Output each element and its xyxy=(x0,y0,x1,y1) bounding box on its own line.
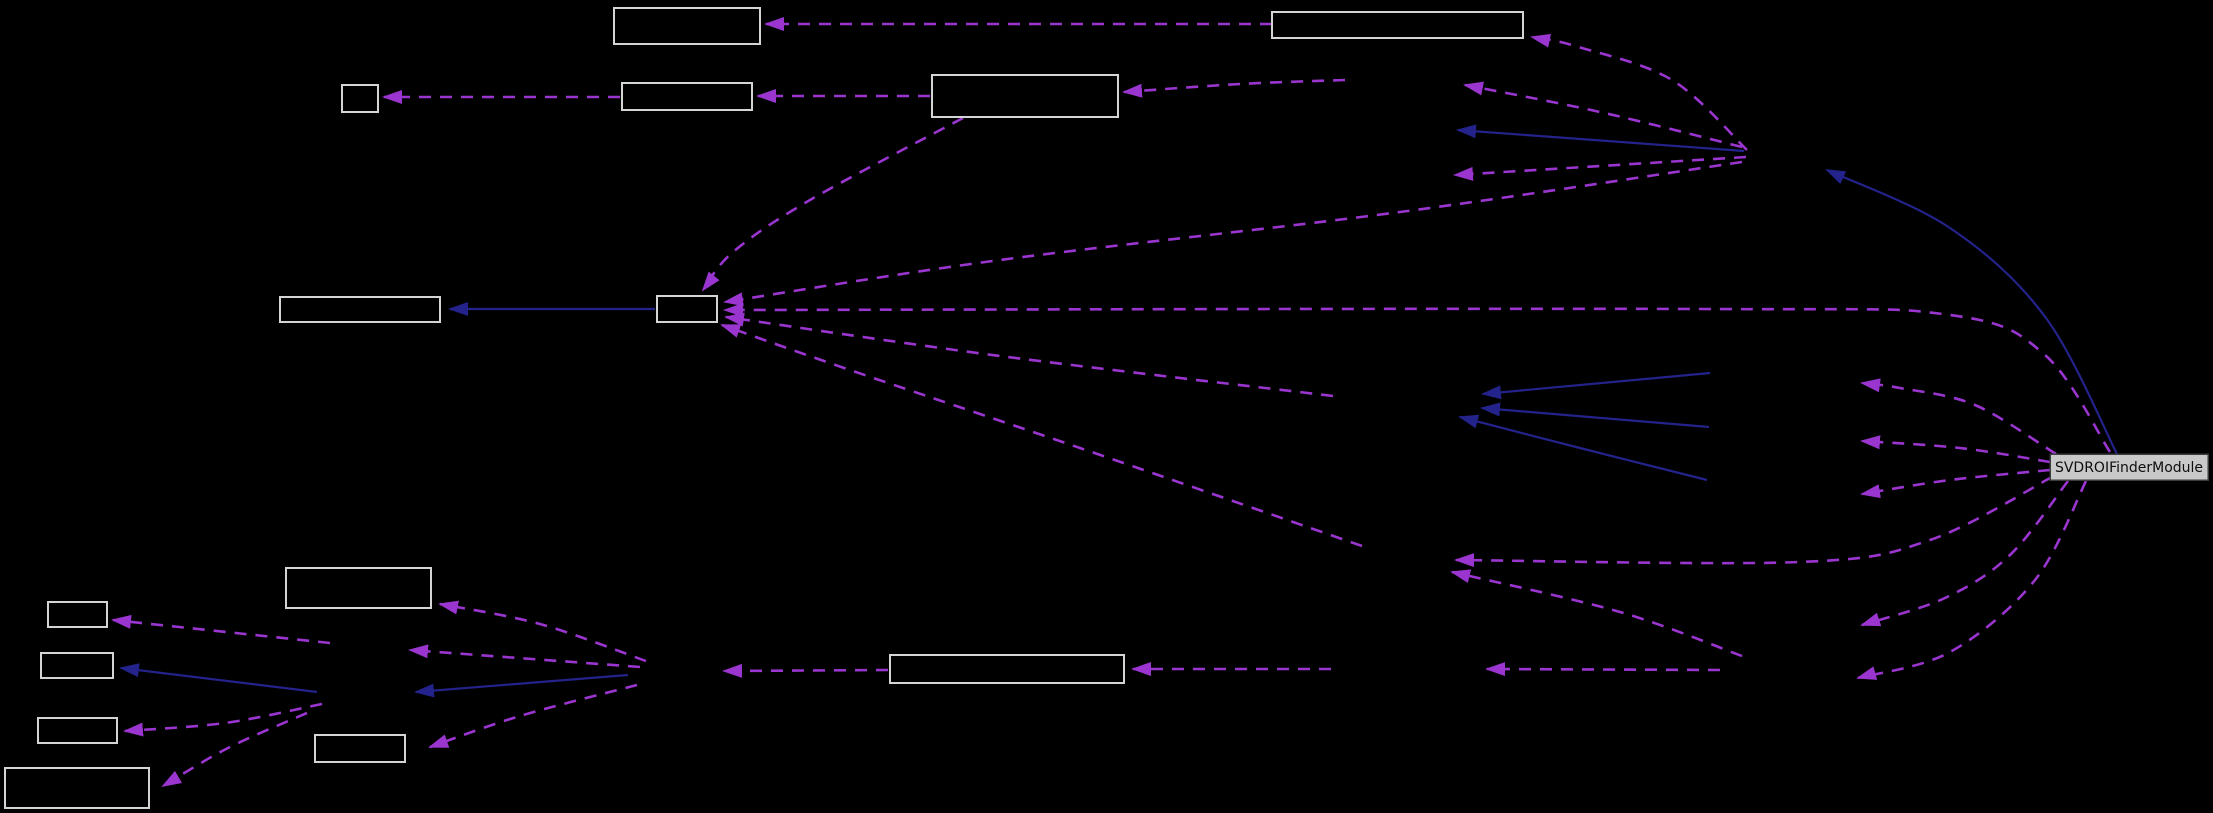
inheritance-edge xyxy=(1825,169,2118,455)
usage-edge xyxy=(123,702,323,737)
node-box-top-right[interactable] xyxy=(1271,11,1524,39)
usage-edge xyxy=(1860,435,2051,464)
node-box-lower-left-1[interactable] xyxy=(285,567,432,609)
node-box-ll-c[interactable] xyxy=(37,717,118,744)
node-box-top[interactable] xyxy=(613,7,761,45)
usage-edge xyxy=(1485,662,1721,677)
highlight-node-svdroifinder: SVDROIFinderModule xyxy=(2049,453,2209,481)
usage-edge xyxy=(408,644,641,669)
usage-edge xyxy=(720,323,1363,548)
node-box-ll-a[interactable] xyxy=(47,601,108,628)
inheritance-edge xyxy=(1481,371,1711,400)
node-box-row2-wide[interactable] xyxy=(931,74,1119,118)
inheritance-edge xyxy=(119,663,318,694)
usage-edge xyxy=(723,160,1743,307)
node-box-mid-left[interactable] xyxy=(279,296,441,323)
usage-edge xyxy=(701,116,964,292)
usage-edge xyxy=(111,614,331,645)
node-box-ll-d[interactable] xyxy=(4,767,150,809)
node-box-bottom-mid[interactable] xyxy=(889,654,1125,684)
usage-edge xyxy=(1860,468,2051,499)
highlight-node-box xyxy=(2049,453,2209,481)
usage-edge xyxy=(1453,155,1747,181)
node-box-ll-e[interactable] xyxy=(314,734,406,763)
inheritance-edge xyxy=(414,673,629,698)
node-box-ll-b[interactable] xyxy=(40,652,114,679)
usage-edge xyxy=(438,600,647,663)
usage-edge xyxy=(1860,480,2070,627)
usage-edge xyxy=(1122,78,1346,98)
usage-edge xyxy=(161,711,308,788)
node-box-row2-mid[interactable] xyxy=(621,82,753,111)
usage-edge xyxy=(1860,378,2057,456)
node-box-row2-small[interactable] xyxy=(341,84,379,113)
inheritance-edge xyxy=(1480,402,1710,429)
inheritance-edge xyxy=(1456,124,1745,153)
usage-edge xyxy=(722,663,889,678)
node-box-mid-center[interactable] xyxy=(656,295,718,323)
highlight-node-label: SVDROIFinderModule xyxy=(2055,460,2203,476)
usage-edge xyxy=(1450,569,1743,658)
inheritance-edge xyxy=(1458,414,1708,482)
usage-edge xyxy=(1856,480,2088,680)
usage-edge xyxy=(723,302,2112,453)
usage-edge xyxy=(428,683,638,749)
